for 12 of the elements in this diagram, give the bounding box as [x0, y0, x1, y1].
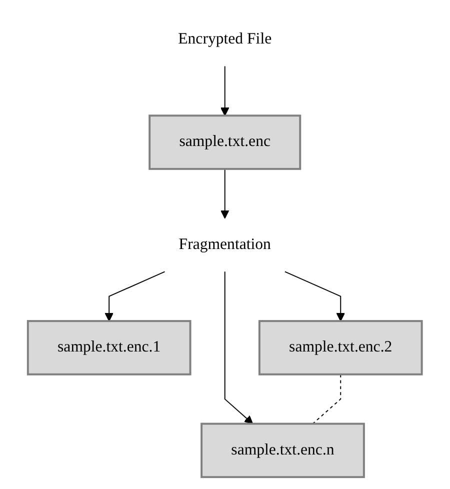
node-text: Encrypted File [178, 30, 272, 47]
arrow [220, 65, 230, 116]
node-box: sample.txt.enc.1 [27, 320, 192, 375]
node-box: sample.txt.enc [148, 114, 302, 170]
arrow [224, 270, 254, 424]
connector [312, 373, 342, 424]
node-text: Fragmentation [178, 236, 272, 252]
node-box: sample.txt.enc.n [200, 422, 366, 478]
node-box: sample.txt.enc.2 [258, 320, 423, 375]
arrow [220, 168, 230, 218]
arrow [104, 270, 166, 321]
arrow [284, 270, 346, 321]
